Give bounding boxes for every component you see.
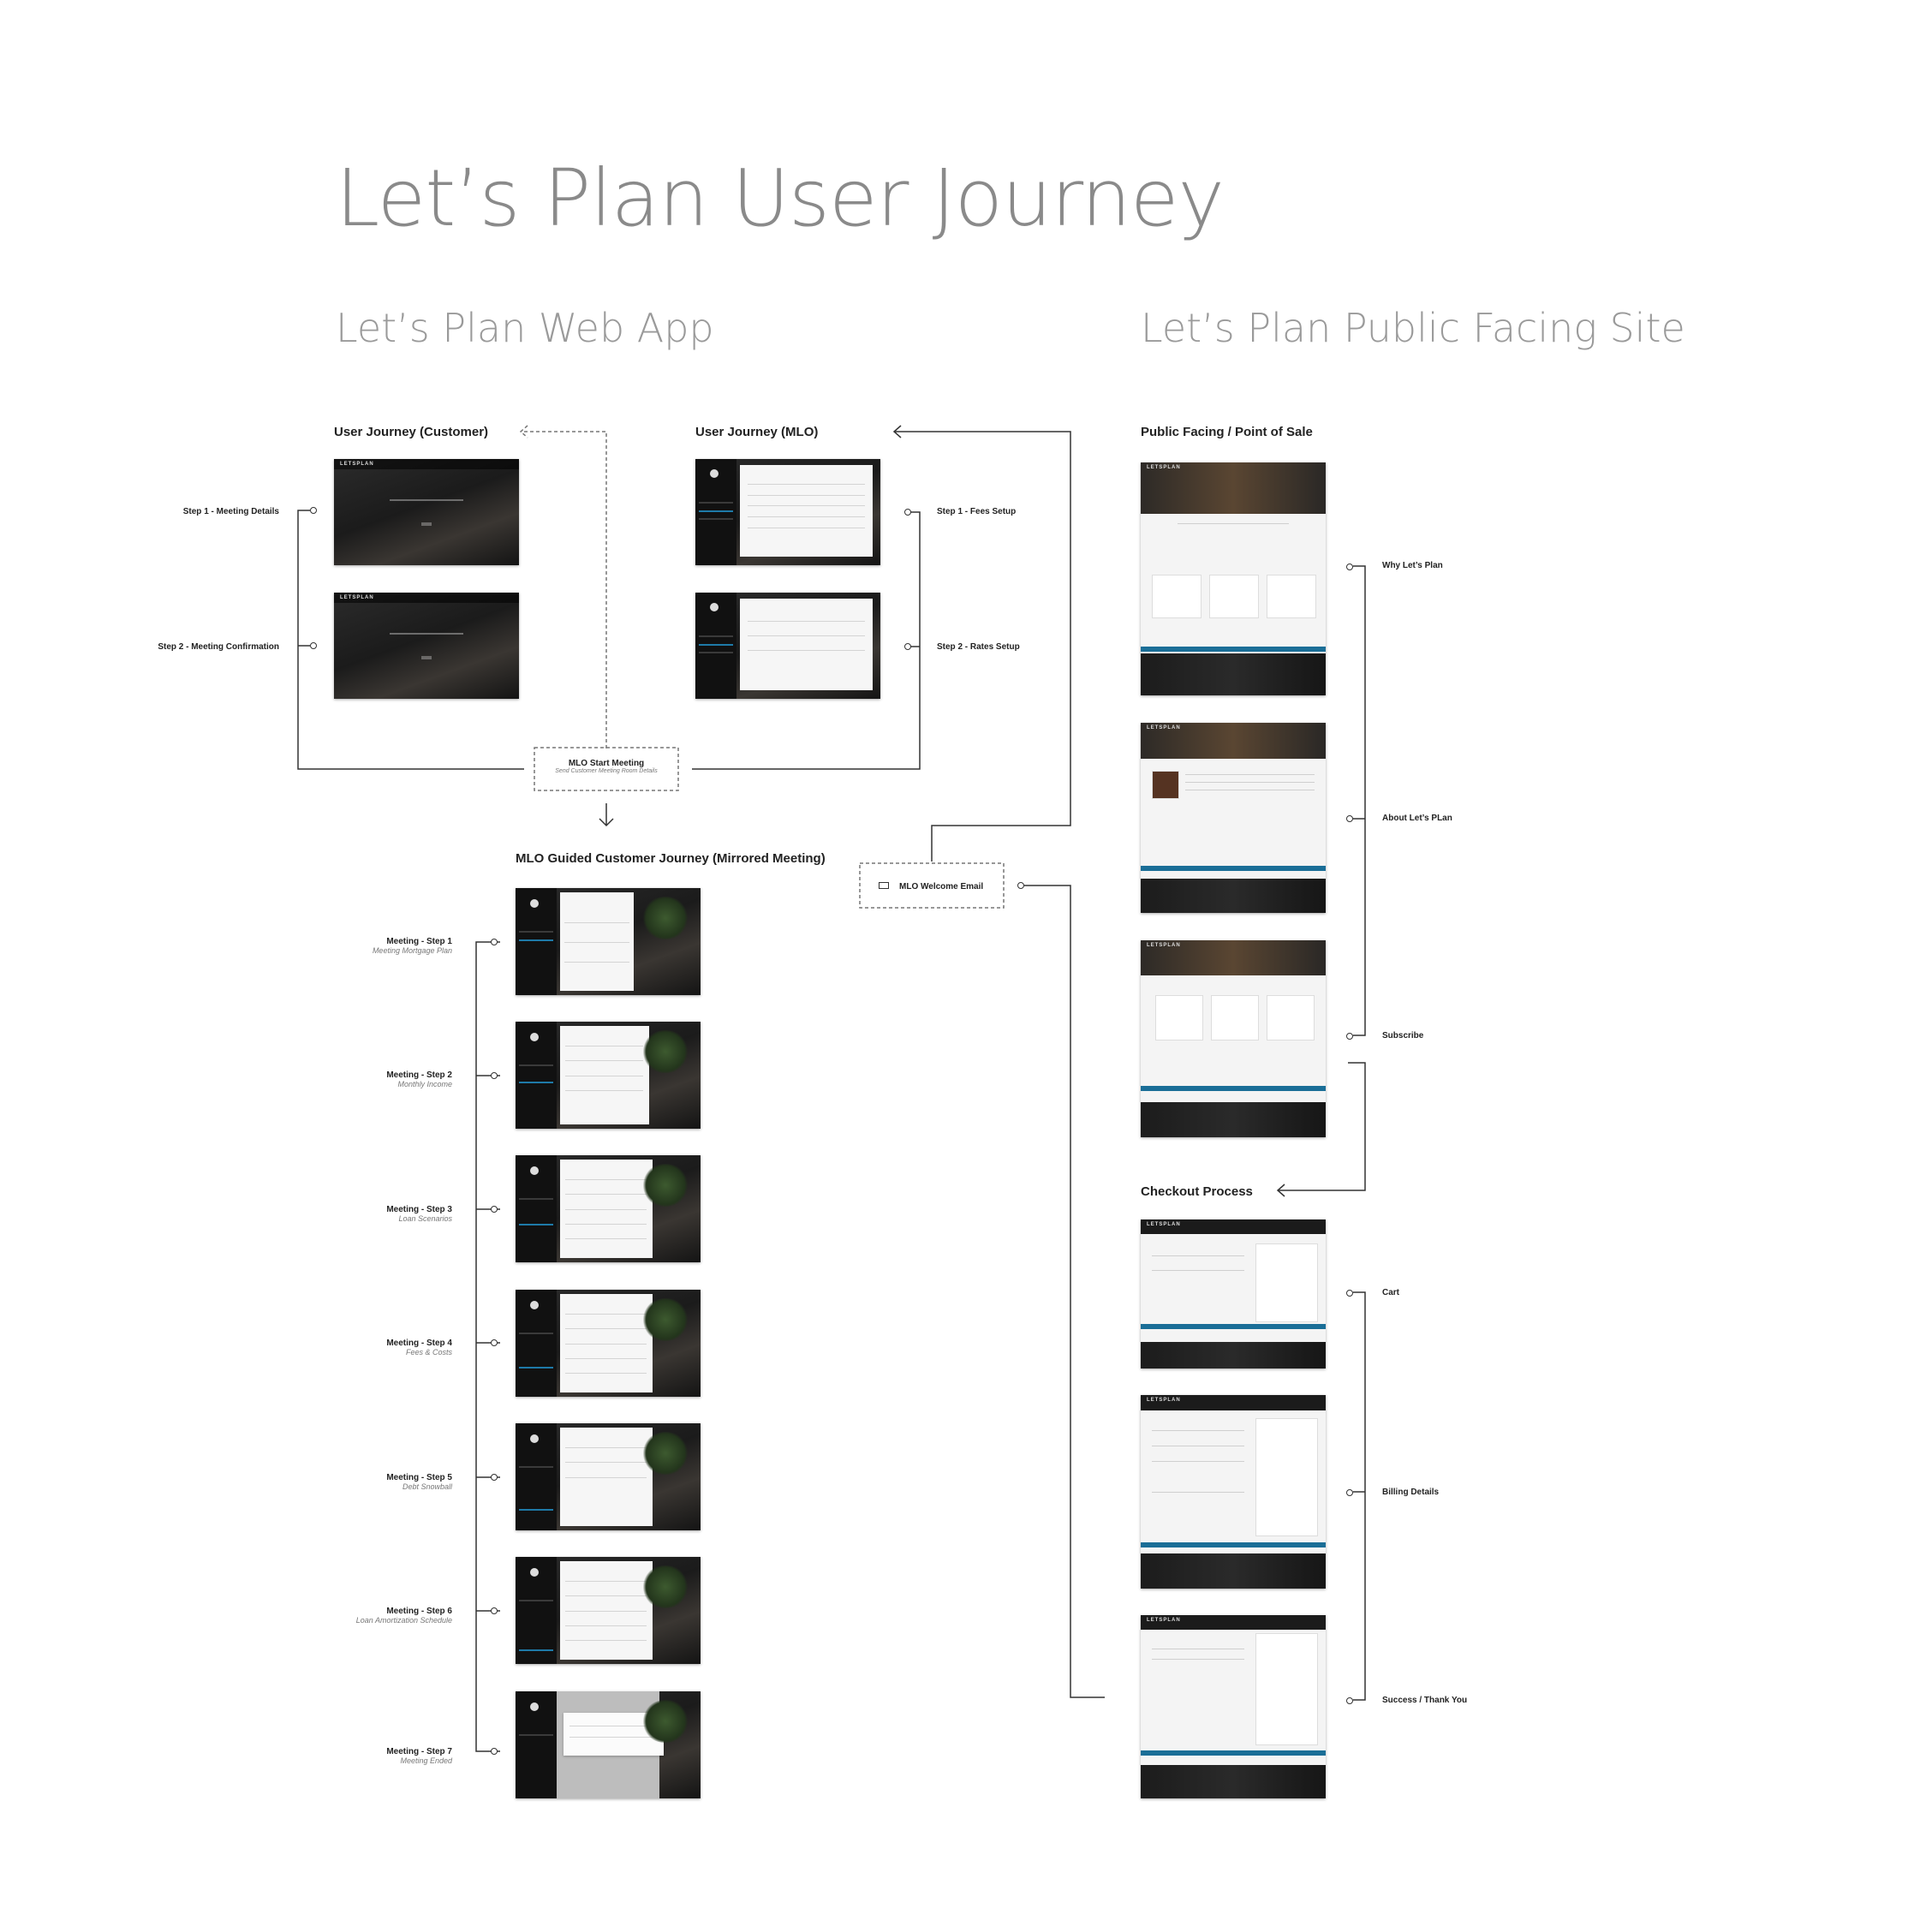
public-site-heading: Let’s Plan Public Facing Site (1141, 305, 1685, 351)
connector-node (1346, 564, 1353, 570)
connector-node (310, 642, 317, 649)
thank-you-thumbnail[interactable]: LETSPLAN (1141, 1615, 1326, 1798)
meeting-step-2-label: Meeting - Step 2 (386, 1070, 452, 1080)
mlo-step-2-label: Step 2 - Rates Setup (937, 642, 1020, 652)
meeting-step-7-sub: Meeting Ended (400, 1756, 452, 1765)
connector-node (491, 1748, 498, 1755)
about-letsplan-thumbnail[interactable]: LETSPLAN (1141, 723, 1326, 913)
meeting-step-6-text: Meeting - Step 6 Loan Amortization Sched… (356, 1607, 452, 1625)
meeting-step-7-label: Meeting - Step 7 (386, 1747, 452, 1756)
why-letsplan-thumbnail[interactable]: LETSPLAN (1141, 462, 1326, 695)
connector-node (1346, 815, 1353, 822)
connector-node (491, 1607, 498, 1614)
why-letsplan-label: Why Let’s Plan (1382, 561, 1443, 570)
page-title: Let’s Plan User Journey (336, 152, 1225, 244)
meeting-step-5-sub: Debt Snowball (402, 1482, 452, 1491)
connector-node (904, 643, 911, 650)
subscribe-label: Subscribe (1382, 1031, 1424, 1041)
meeting-step-3-thumbnail[interactable] (516, 1155, 701, 1262)
meeting-step-6-label: Meeting - Step 6 (386, 1607, 452, 1616)
meeting-step-3-sub: Loan Scenarios (398, 1214, 452, 1223)
connector-node (904, 509, 911, 516)
customer-step-1-thumbnail[interactable]: LETSPLAN (334, 459, 519, 565)
billing-details-label: Billing Details (1382, 1488, 1440, 1497)
connector-node (491, 1339, 498, 1346)
customer-step-2-label: Step 2 - Meeting Confirmation (158, 642, 279, 652)
thank-you-label: Success / Thank You (1382, 1696, 1468, 1705)
start-meeting-box[interactable]: MLO Start Meeting Send Customer Meeting … (534, 759, 678, 774)
connector-node (1346, 1489, 1353, 1496)
welcome-email-label[interactable]: MLO Welcome Email (899, 882, 984, 891)
meeting-step-2-text: Meeting - Step 2 Monthly Income (386, 1070, 452, 1088)
meeting-step-7-thumbnail[interactable] (516, 1691, 701, 1798)
about-letsplan-label: About Let’s PLan (1382, 814, 1452, 823)
pos-title: Public Facing / Point of Sale (1141, 425, 1313, 439)
web-app-heading: Let’s Plan Web App (336, 305, 714, 351)
meeting-step-5-text: Meeting - Step 5 Debt Snowball (386, 1473, 452, 1491)
customer-step-1-label: Step 1 - Meeting Details (182, 507, 279, 516)
envelope-icon (879, 882, 889, 889)
cart-label: Cart (1382, 1288, 1400, 1297)
meeting-step-1-text: Meeting - Step 1 Meeting Mortgage Plan (373, 937, 452, 955)
subscribe-thumbnail[interactable]: LETSPLAN (1141, 940, 1326, 1137)
guided-journey-title: MLO Guided Customer Journey (Mirrored Me… (516, 851, 826, 866)
connector-node (1017, 882, 1024, 889)
start-meeting-sub: Send Customer Meeting Room Details (555, 768, 658, 774)
checkout-title: Checkout Process (1141, 1184, 1253, 1199)
meeting-step-4-label: Meeting - Step 4 (386, 1339, 452, 1348)
connector-node (491, 1206, 498, 1213)
meeting-step-3-label: Meeting - Step 3 (386, 1205, 452, 1214)
meeting-step-1-sub: Meeting Mortgage Plan (372, 946, 452, 955)
mlo-journey-title: User Journey (MLO) (695, 425, 819, 439)
connector-node (491, 1474, 498, 1481)
mlo-step-1-thumbnail[interactable] (695, 459, 880, 565)
meeting-step-5-label: Meeting - Step 5 (386, 1473, 452, 1482)
meeting-step-5-thumbnail[interactable] (516, 1423, 701, 1530)
mlo-step-2-thumbnail[interactable] (695, 593, 880, 699)
customer-journey-title: User Journey (Customer) (334, 425, 489, 439)
connector-node (1346, 1033, 1353, 1040)
meeting-step-6-sub: Loan Amortization Schedule (355, 1616, 452, 1625)
meeting-step-4-thumbnail[interactable] (516, 1290, 701, 1397)
meeting-step-2-thumbnail[interactable] (516, 1022, 701, 1129)
connector-node (1346, 1290, 1353, 1297)
mlo-step-1-label: Step 1 - Fees Setup (937, 507, 1017, 516)
connector-node (491, 939, 498, 945)
connector-node (310, 507, 317, 514)
cart-thumbnail[interactable]: LETSPLAN (1141, 1219, 1326, 1368)
meeting-step-4-sub: Fees & Costs (405, 1348, 452, 1357)
meeting-step-1-label: Meeting - Step 1 (386, 937, 452, 946)
meeting-step-6-thumbnail[interactable] (516, 1557, 701, 1664)
customer-step-2-thumbnail[interactable]: LETSPLAN (334, 593, 519, 699)
start-meeting-label: MLO Start Meeting (568, 759, 645, 768)
meeting-step-3-text: Meeting - Step 3 Loan Scenarios (386, 1205, 452, 1223)
connector-node (1346, 1697, 1353, 1704)
meeting-step-2-sub: Monthly Income (397, 1080, 452, 1088)
meeting-step-4-text: Meeting - Step 4 Fees & Costs (386, 1339, 452, 1357)
billing-details-thumbnail[interactable]: LETSPLAN (1141, 1395, 1326, 1589)
connector-node (491, 1072, 498, 1079)
meeting-step-1-thumbnail[interactable] (516, 888, 701, 995)
meeting-step-7-text: Meeting - Step 7 Meeting Ended (386, 1747, 452, 1765)
